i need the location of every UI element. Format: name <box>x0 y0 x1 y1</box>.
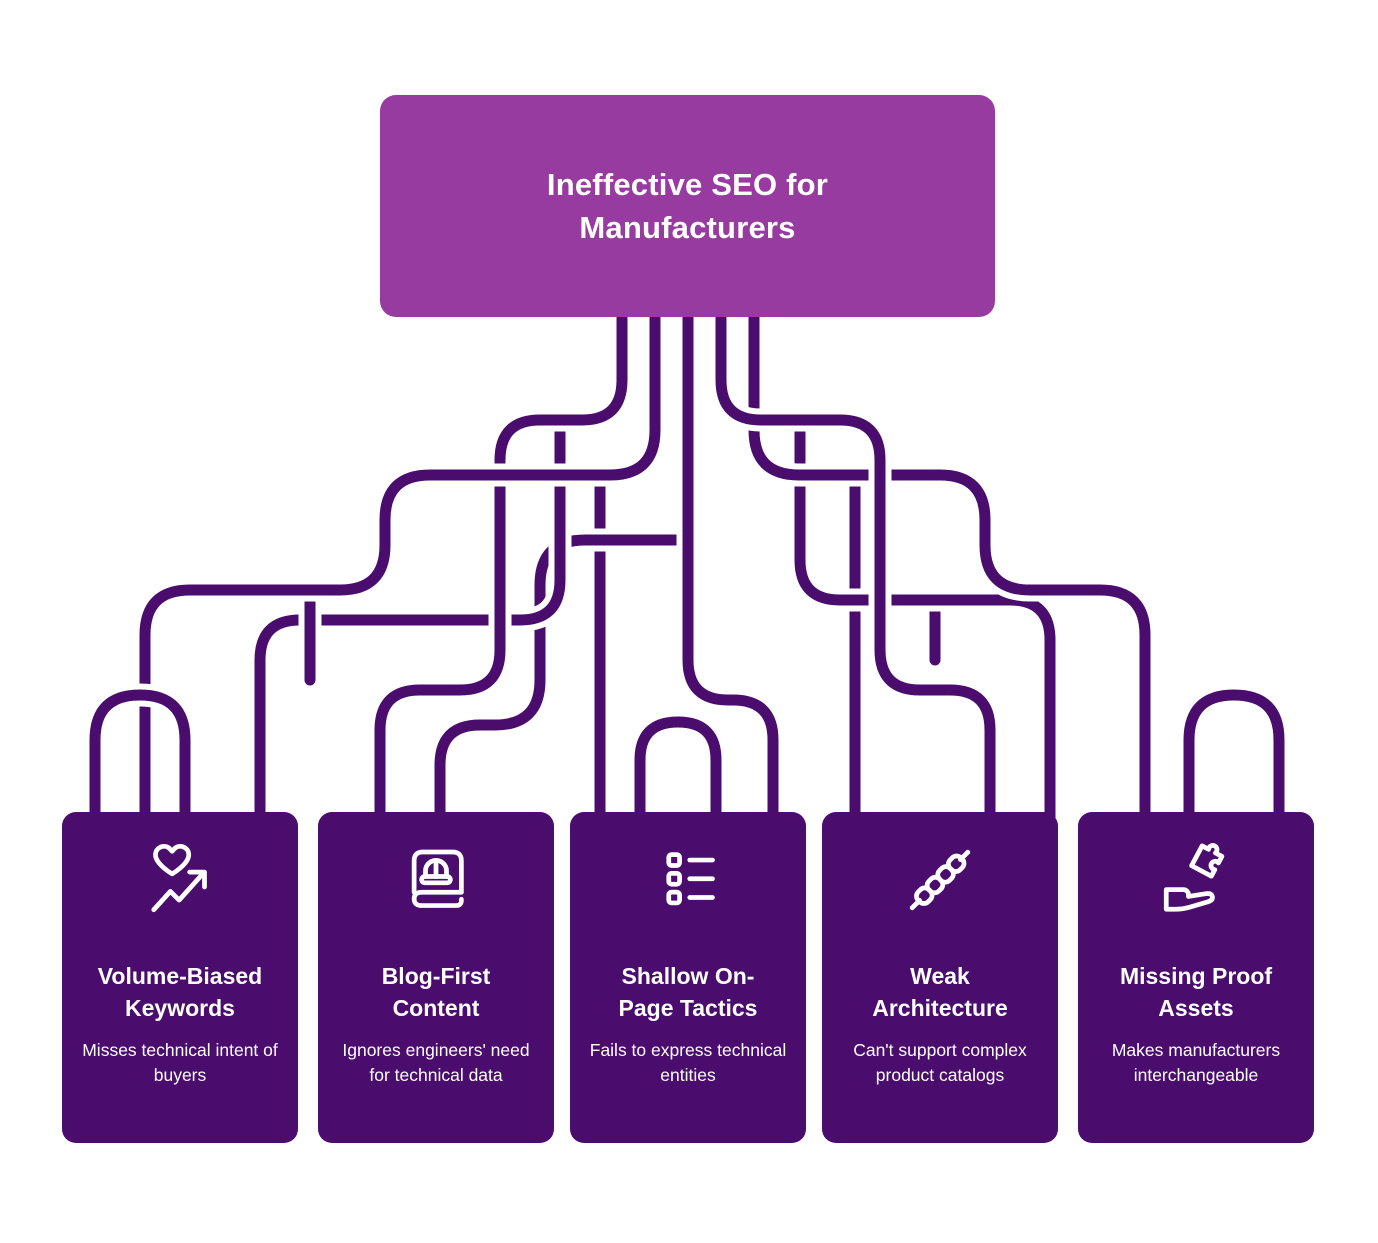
card-blog-first-content: Blog-First Content Ignores engineers' ne… <box>318 812 554 1143</box>
card-title: Volume-Biased Keywords <box>97 963 263 1022</box>
wire-arc-card1 <box>83 683 197 842</box>
header-box: Ineffective SEO for Manufacturers <box>380 95 995 317</box>
heart-trend-icon <box>138 836 222 924</box>
wire-arc-card3 <box>628 710 728 842</box>
chain-links-icon <box>898 836 982 924</box>
card-volume-biased-keywords: Volume-Biased Keywords Misses technical … <box>62 812 298 1143</box>
page-title: Ineffective SEO for Manufacturers <box>546 166 829 245</box>
card-title: Blog-First Content <box>381 963 491 1022</box>
wire-s2 <box>133 288 667 842</box>
card-title: Shallow On-Page Tactics <box>618 963 758 1022</box>
card-weak-architecture: Weak Architecture Can't support complex … <box>822 812 1058 1143</box>
wire-s4 <box>709 288 1002 842</box>
wire-arc-card5 <box>1177 683 1291 842</box>
card-description: Can't support complex product catalogs <box>853 1040 1027 1085</box>
wire-g1 <box>248 416 572 842</box>
card-missing-proof-assets: Missing Proof Assets Makes manufacturers… <box>1078 812 1314 1143</box>
checklist-icon <box>646 836 730 924</box>
wire-g4 <box>788 416 1062 842</box>
card-description: Ignores engineers' need for technical da… <box>342 1040 530 1085</box>
book-hardhat-icon <box>394 836 478 924</box>
card-title: Missing Proof Assets <box>1119 963 1273 1022</box>
wire-s1 <box>368 288 634 842</box>
card-description: Misses technical intent of buyers <box>82 1040 278 1085</box>
card-description: Makes manufacturers interchangeable <box>1111 1040 1281 1085</box>
hand-puzzle-icon <box>1154 836 1238 924</box>
wire-s3 <box>676 288 785 842</box>
card-shallow-on-page-tactics: Shallow On-Page Tactics Fails to express… <box>570 812 806 1143</box>
card-description: Fails to express technical entities <box>589 1040 787 1085</box>
card-title: Weak Architecture <box>872 963 1008 1022</box>
wire-s5 <box>742 288 1157 842</box>
